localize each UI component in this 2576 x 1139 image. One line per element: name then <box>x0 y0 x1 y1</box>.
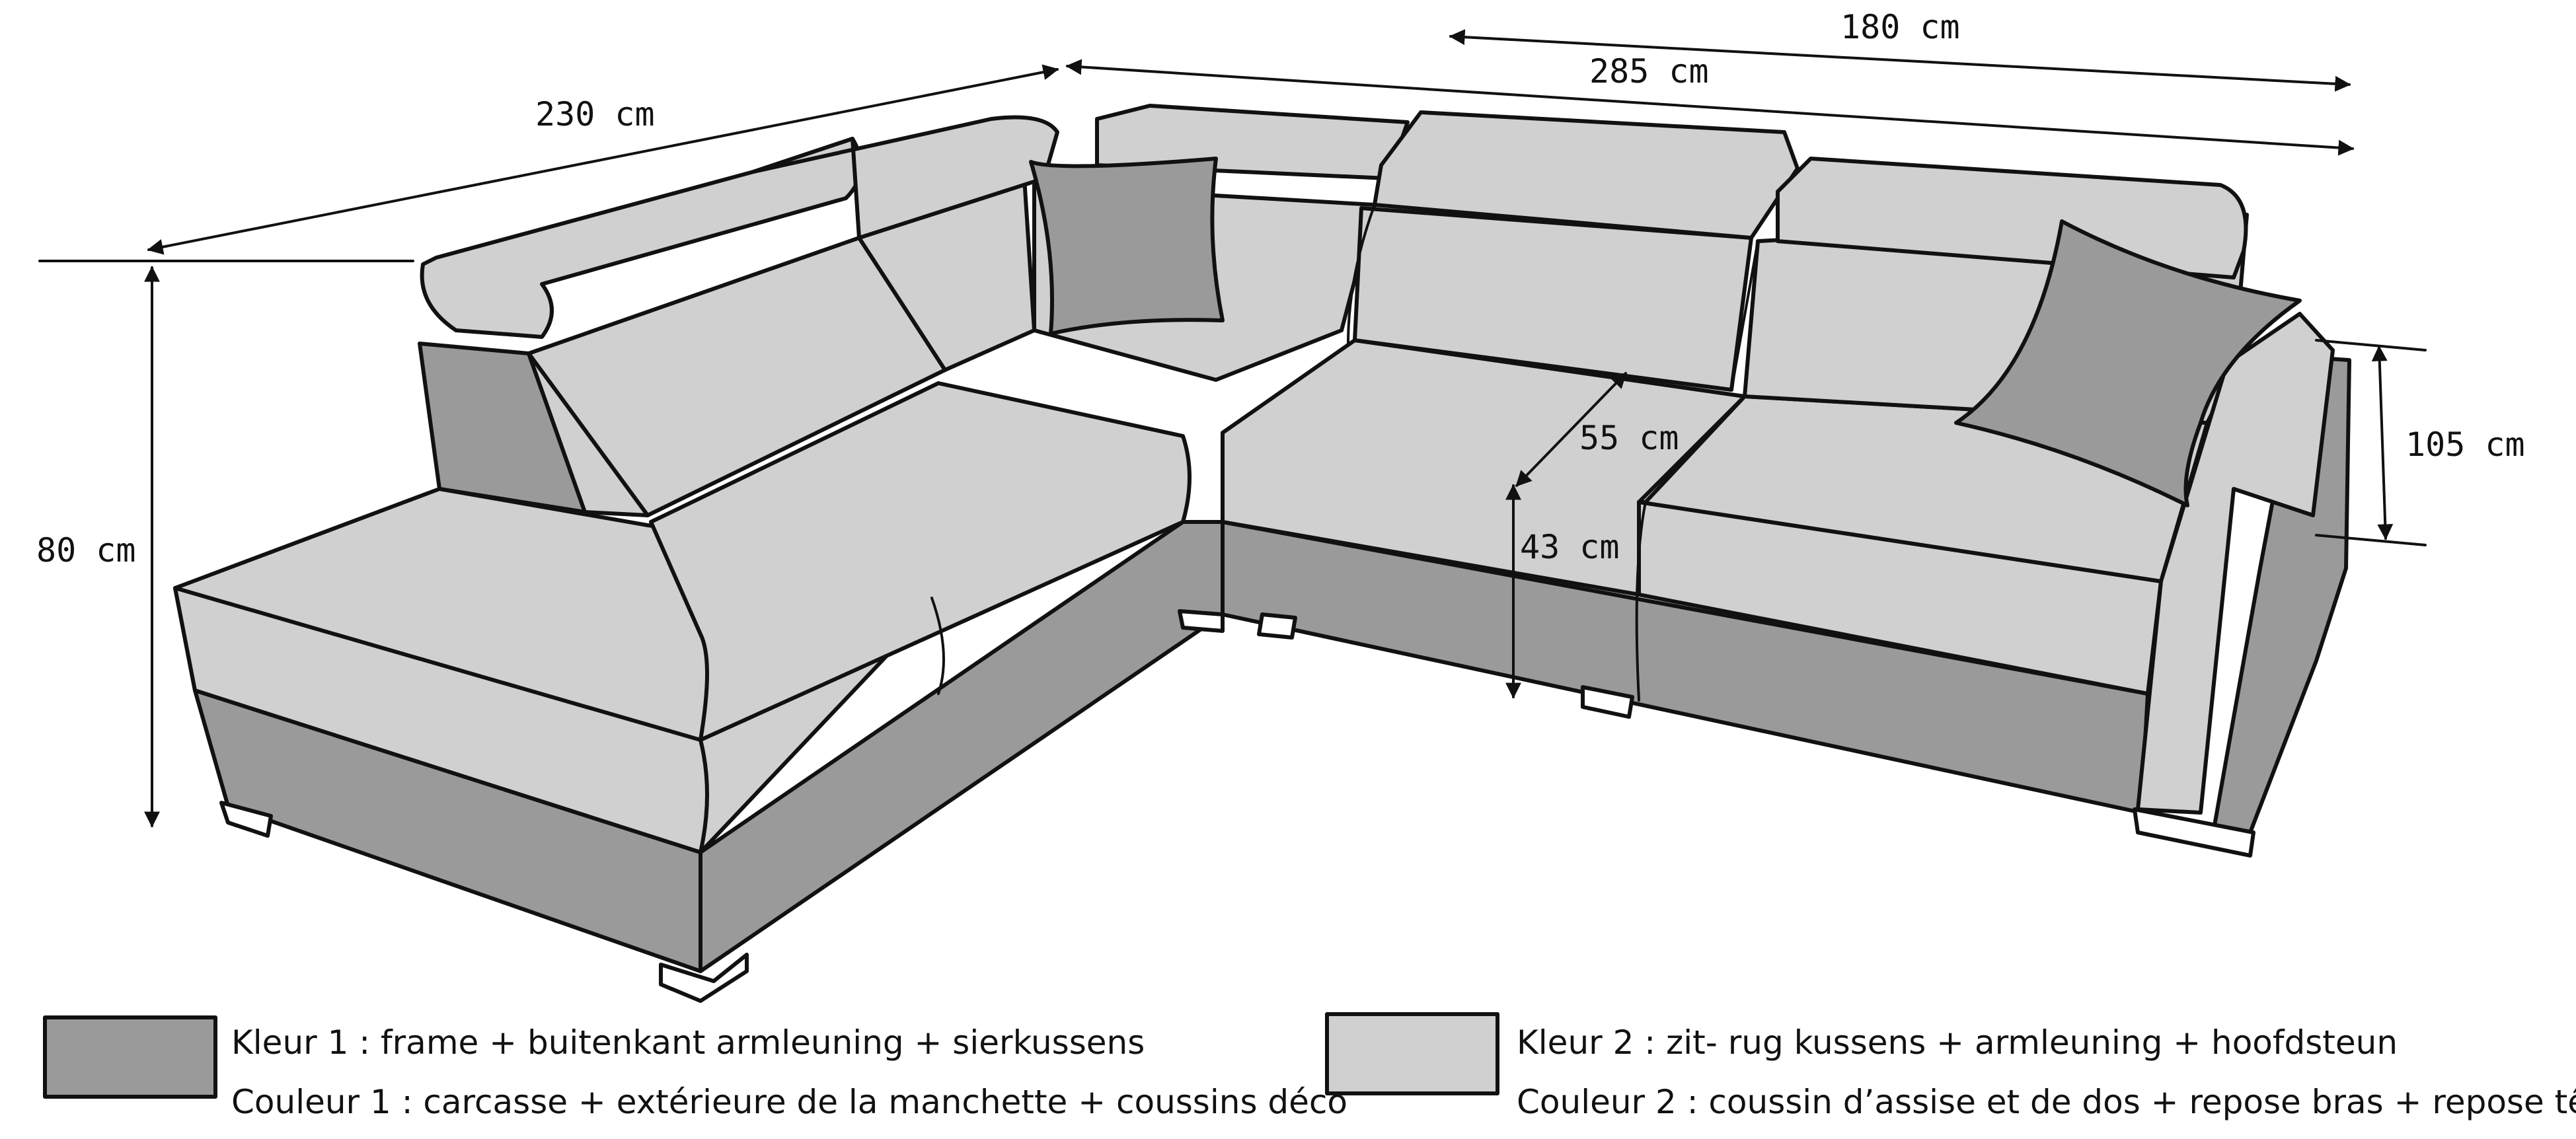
sofa-frame <box>193 342 2351 973</box>
dim-line-105 <box>2371 345 2394 540</box>
seam-lines <box>930 203 1759 702</box>
chaise-seat-front <box>173 586 709 854</box>
legend-swatch-color2 <box>1325 1012 1499 1095</box>
dim-line-55 <box>1515 372 1627 487</box>
dim-line-180 <box>1449 29 2351 92</box>
foot <box>659 953 749 1003</box>
sofa-feet <box>219 609 2255 1003</box>
label-43: 43 cm <box>1520 528 1620 566</box>
dim-ref-105-bottom <box>2315 534 2427 546</box>
right-arm-top <box>2136 312 2335 815</box>
legend-color1-fr: Couleur 1 : carcasse + extérieure de la … <box>231 1083 1347 1121</box>
headrest-5 <box>1776 157 2248 279</box>
label-55: 55 cm <box>1579 419 1679 457</box>
legend-color2-fr: Couleur 2 : coussin d’assise et de dos +… <box>1517 1083 2576 1121</box>
dim-line-230 <box>147 64 1059 255</box>
pillow-left <box>1029 157 1225 336</box>
label-180: 180 cm <box>1840 8 1960 46</box>
legend-color1-nl: Kleur 1 : frame + buitenkant armleuning … <box>231 1023 1145 1062</box>
label-80: 80 cm <box>36 531 136 570</box>
foot <box>219 801 273 838</box>
seam <box>1730 240 1759 391</box>
foot <box>1581 685 1634 719</box>
deco-pillows <box>1029 157 2302 507</box>
legend: Kleur 1 : frame + buitenkant armleuning … <box>43 1012 2576 1121</box>
dimension-lines <box>38 29 2427 828</box>
legend-swatch-color1 <box>43 1015 217 1099</box>
pillow-right <box>1954 219 2302 507</box>
legend-color2-nl: Kleur 2 : zit- rug kussens + armleuning … <box>1517 1023 2398 1062</box>
foot <box>1257 612 1297 640</box>
foot <box>1178 609 1225 633</box>
foot <box>2133 807 2255 858</box>
dimension-labels: 230 cm 285 cm 180 cm 80 cm 55 cm 43 cm 1… <box>36 8 2525 570</box>
dim-line-285 <box>1065 59 2355 156</box>
seam <box>930 597 945 695</box>
dim-ref-105-top <box>2315 339 2427 351</box>
label-230: 230 cm <box>535 95 655 133</box>
left-arm-top <box>527 351 650 517</box>
seam <box>1347 203 1376 345</box>
seam <box>1182 435 1191 523</box>
seam <box>1635 501 1647 702</box>
label-285: 285 cm <box>1589 52 1709 91</box>
label-105: 105 cm <box>2406 425 2525 464</box>
sofa-cushions <box>173 176 2335 854</box>
